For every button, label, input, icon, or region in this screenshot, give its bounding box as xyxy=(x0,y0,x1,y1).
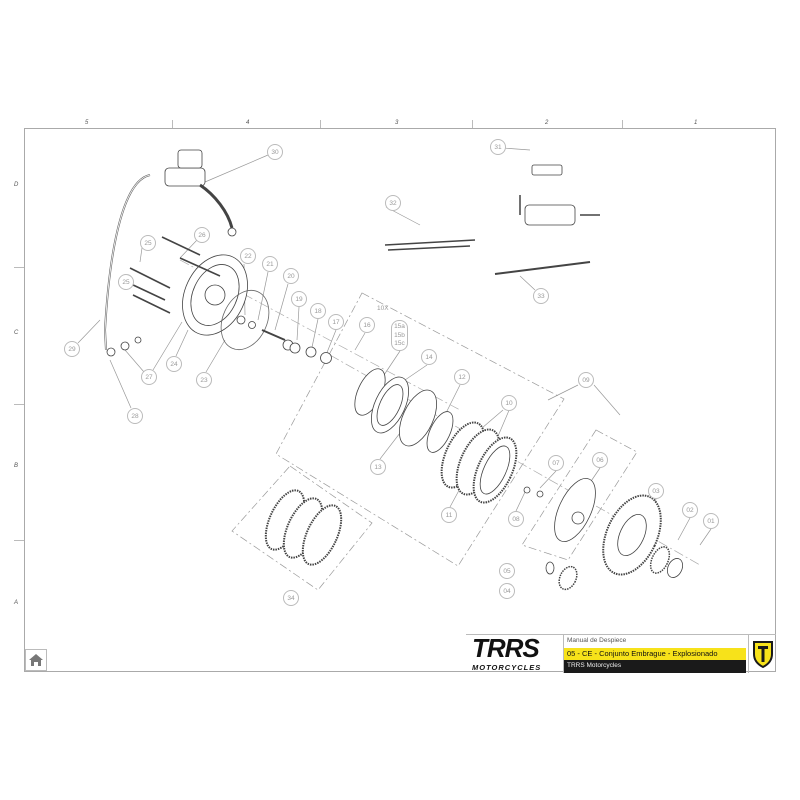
column-label: 5 xyxy=(85,120,89,126)
callout-06: 06 xyxy=(592,452,608,468)
row-label: D xyxy=(14,182,19,188)
callout-03: 03 xyxy=(648,483,664,499)
callout-02: 02 xyxy=(682,502,698,518)
callout-09: 09 xyxy=(578,372,594,388)
callout-15a: 15a xyxy=(394,323,405,330)
column-divider xyxy=(172,120,173,128)
logo-brand: TRRS xyxy=(472,635,540,663)
row-divider xyxy=(14,267,24,268)
callout-10: 10 xyxy=(501,395,517,411)
callout-32: 32 xyxy=(385,195,401,211)
clutch-cover xyxy=(182,254,270,350)
doc-title: 05 - CE - Conjunto Embrague - Explosiona… xyxy=(564,647,746,661)
group-box-basket xyxy=(521,429,638,561)
callout-15c: 15c xyxy=(394,340,405,347)
company-name: TRRS Motorcycles xyxy=(564,660,746,673)
callout-11: 11 xyxy=(441,507,457,523)
column-divider xyxy=(472,120,473,128)
trrs-logo: TRRS MOTORCYCLES xyxy=(466,635,562,673)
title-info: Manual de Despiece 05 - CE - Conjunto Em… xyxy=(563,635,746,673)
leader-lines xyxy=(77,146,712,546)
callout-05: 05 xyxy=(499,563,515,579)
column-label: 2 xyxy=(545,120,549,126)
column-label: 3 xyxy=(395,120,399,126)
callout-04: 04 xyxy=(499,583,515,599)
callout-29: 29 xyxy=(64,341,80,357)
home-button[interactable] xyxy=(25,649,47,671)
quantity-note: 10X xyxy=(377,305,389,312)
callout-27: 27 xyxy=(141,369,157,385)
column-divider xyxy=(622,120,623,128)
basket-and-gears xyxy=(523,478,684,591)
callout-12: 12 xyxy=(454,369,470,385)
callout-31: 31 xyxy=(490,139,506,155)
callout-23: 23 xyxy=(196,372,212,388)
column-divider xyxy=(320,120,321,128)
callout-33: 33 xyxy=(533,288,549,304)
group-box-spare-plates xyxy=(231,465,373,591)
small-parts xyxy=(106,315,332,364)
master-cylinder xyxy=(103,149,237,351)
callout-01: 01 xyxy=(703,513,719,529)
group-box-clutch-pack xyxy=(275,292,565,567)
home-icon xyxy=(29,654,43,666)
callout-07: 07 xyxy=(548,455,564,471)
row-label: B xyxy=(14,463,19,469)
doc-type: Manual de Despiece xyxy=(567,637,627,644)
row-divider xyxy=(14,404,24,405)
row-divider xyxy=(14,540,24,541)
callout-25: 25 xyxy=(118,274,134,290)
drawing-frame xyxy=(24,128,776,672)
clutch-pack xyxy=(354,368,518,504)
callout-24: 24 xyxy=(166,356,182,372)
spare-plates xyxy=(264,489,343,566)
callout-22: 22 xyxy=(240,248,256,264)
callout-08: 08 xyxy=(508,511,524,527)
trrs-shield-logo xyxy=(748,635,777,673)
column-label: 4 xyxy=(246,120,250,126)
callout-17: 17 xyxy=(328,314,344,330)
callout-16: 16 xyxy=(359,317,375,333)
row-label: C xyxy=(14,330,19,336)
callout-14: 14 xyxy=(421,349,437,365)
callout-21: 21 xyxy=(262,256,278,272)
callout-30: 30 xyxy=(267,144,283,160)
callout-15: 15a 15b 15c xyxy=(391,320,408,351)
shield-icon xyxy=(753,641,773,668)
cover-bolts xyxy=(129,236,221,314)
column-label: 1 xyxy=(694,120,698,126)
callout-28: 28 xyxy=(127,408,143,424)
callout-20: 20 xyxy=(283,268,299,284)
callout-15b: 15b xyxy=(394,331,405,339)
title-block: TRRS MOTORCYCLES Manual de Despiece 05 -… xyxy=(466,634,776,673)
callout-18: 18 xyxy=(310,303,326,319)
top-right-assemblies xyxy=(384,164,600,275)
callout-19: 19 xyxy=(291,291,307,307)
callout-25: 25 xyxy=(140,235,156,251)
callout-34: 34 xyxy=(283,590,299,606)
row-label: A xyxy=(14,600,19,606)
callout-26: 26 xyxy=(194,227,210,243)
logo-sub: MOTORCYCLES xyxy=(472,663,542,672)
callout-13: 13 xyxy=(370,459,386,475)
